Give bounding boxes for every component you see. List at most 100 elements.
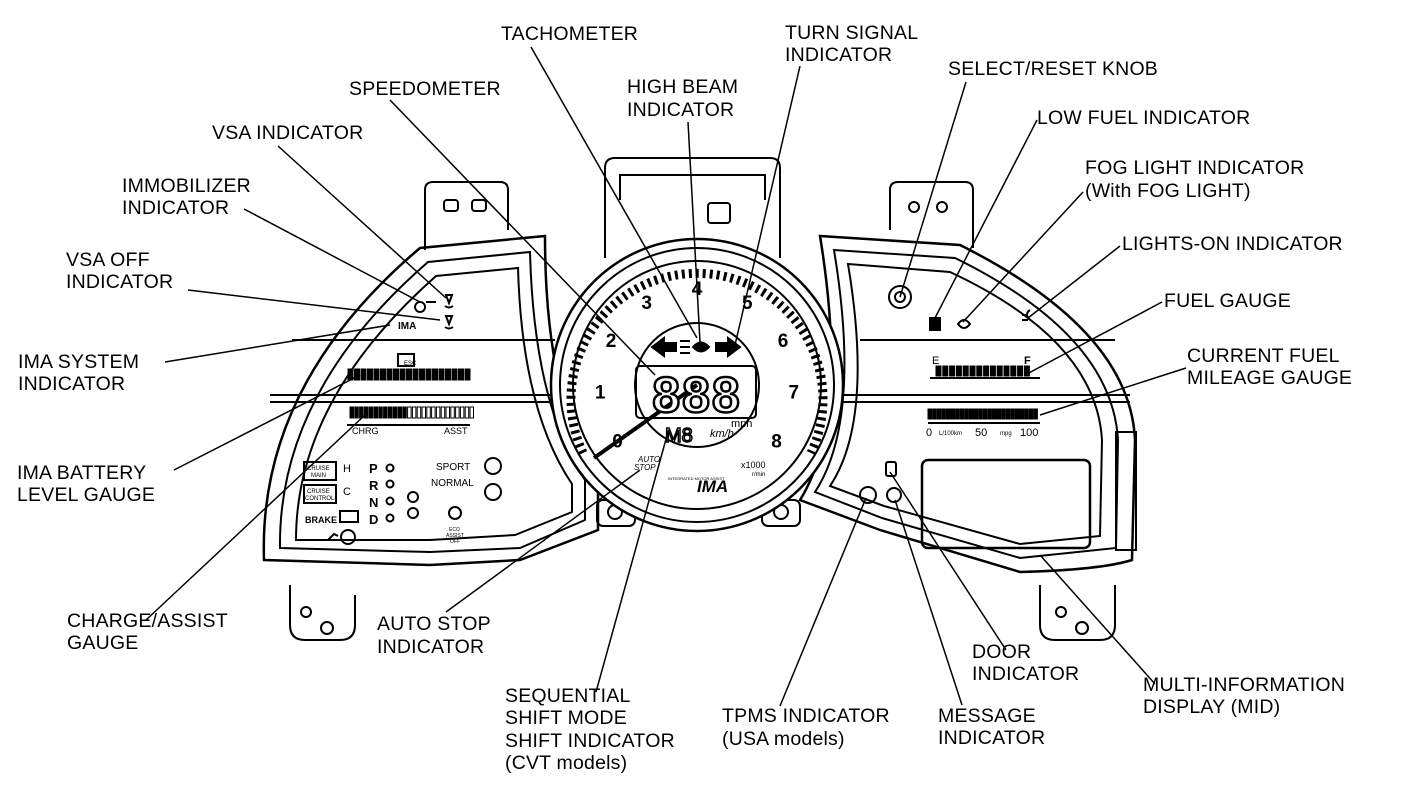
bar-segment xyxy=(955,365,962,377)
leader-line xyxy=(164,324,391,363)
bar-segment xyxy=(455,406,460,419)
bar-segment xyxy=(959,408,965,420)
label-fog-light-2: (With FOG LIGHT) xyxy=(1085,180,1251,202)
assist-label: ASST xyxy=(444,426,468,436)
brand-ima: IMA xyxy=(697,477,728,496)
bar-segment xyxy=(440,406,446,419)
bar-segment xyxy=(942,365,949,377)
bar-segment xyxy=(378,406,383,419)
lights-on-icon xyxy=(1022,309,1031,321)
tach-number-1: 1 xyxy=(595,382,606,403)
label-auto-stop-1: AUTO STOP xyxy=(377,613,491,635)
tach-number-5: 5 xyxy=(742,293,753,314)
leader-line xyxy=(894,499,963,706)
leader-line xyxy=(445,469,641,613)
bar-segment xyxy=(969,365,976,377)
bar-segment xyxy=(932,408,937,420)
eco-label-1: ECO xyxy=(449,527,460,533)
bar-segment xyxy=(1003,365,1010,377)
leader-line xyxy=(1039,554,1156,685)
leader-line xyxy=(934,119,1038,319)
bar-segment xyxy=(438,368,445,381)
tpms-icon xyxy=(859,486,877,504)
label-auto-stop-2: INDICATOR xyxy=(377,636,485,658)
fuel-gauge-bars xyxy=(935,365,1030,377)
label-ima-system-1: IMA SYSTEM xyxy=(18,351,140,373)
mode-normal: NORMAL xyxy=(431,478,474,489)
gear-r: R xyxy=(369,478,379,493)
auto-stop-text-2: STOP xyxy=(634,463,656,472)
bar-segment xyxy=(451,368,458,381)
bar-segment xyxy=(373,406,378,419)
label-ima-battery-2: LEVEL GAUGE xyxy=(17,484,156,506)
label-message-2: INDICATOR xyxy=(938,727,1046,749)
auto-stop-text-1: AUTO xyxy=(637,455,660,464)
bar-segment xyxy=(426,406,431,419)
ima-lamp: IMA xyxy=(398,321,416,332)
bar-segment xyxy=(435,406,441,419)
gear-p: P xyxy=(369,461,378,476)
bar-segment xyxy=(941,408,946,420)
mileage-unit-2: mpg xyxy=(1000,431,1012,437)
bar-segment xyxy=(955,408,960,420)
label-turn-signal-1: TURN SIGNAL xyxy=(785,22,919,44)
gear-n: N xyxy=(369,495,378,510)
label-mid-2: DISPLAY (MID) xyxy=(1143,696,1281,718)
label-sequential-3: SHIFT INDICATOR xyxy=(505,730,675,752)
brake-label: BRAKE xyxy=(305,515,337,525)
bar-segment xyxy=(464,368,471,381)
turn-signal-right-icon xyxy=(715,336,742,358)
bar-segment xyxy=(411,406,417,419)
bar-segment xyxy=(386,368,393,381)
bar-segment xyxy=(402,406,407,419)
bar-segment xyxy=(431,406,436,419)
label-immobilizer-2: INDICATOR xyxy=(122,197,230,219)
leader-line xyxy=(530,46,698,339)
bar-segment xyxy=(1028,408,1034,420)
leader-line xyxy=(889,471,1007,651)
label-charge-assist-2: GAUGE xyxy=(67,632,139,654)
bar-segment xyxy=(1014,408,1020,420)
label-tachometer: TACHOMETER xyxy=(501,23,639,45)
temp-hi: H xyxy=(343,463,351,475)
cruise-main-2: MAIN xyxy=(311,473,326,479)
tach-number-3: 3 xyxy=(641,293,652,314)
bar-segment xyxy=(373,368,380,381)
bar-segment xyxy=(354,368,360,381)
mileage-tick-50: 50 xyxy=(975,427,987,439)
label-sequential-2: SHIFT MODE xyxy=(505,707,627,729)
leader-line xyxy=(277,145,447,299)
speed-unit-kmh: km/h xyxy=(710,428,734,440)
vsa-icon xyxy=(444,294,454,309)
bar-segment xyxy=(360,368,367,381)
bar-segment xyxy=(445,406,450,419)
bar-segment xyxy=(978,408,983,420)
bar-segment xyxy=(450,406,455,419)
door-icon xyxy=(885,461,897,477)
vsa-off-icon xyxy=(444,315,454,330)
label-message-1: MESSAGE xyxy=(938,705,1036,727)
brand-sub: INTEGRATED MOTOR ASSIST xyxy=(668,476,725,481)
bar-segment xyxy=(936,408,942,420)
bar-segment xyxy=(419,368,425,381)
tach-unit-sub: r/min xyxy=(752,472,765,478)
bar-segment xyxy=(976,365,983,377)
fog-light-icon xyxy=(956,319,972,329)
leader-line xyxy=(187,289,441,321)
label-ima-system-2: INDICATOR xyxy=(18,373,126,395)
srs-icon xyxy=(407,507,419,519)
bar-segment xyxy=(349,406,354,419)
gear-position-dots xyxy=(385,463,395,523)
label-ima-battery-1: IMA BATTERY xyxy=(17,462,147,484)
bar-segment xyxy=(962,365,969,377)
mileage-tick-100: 100 xyxy=(1020,427,1038,439)
mode-sport: SPORT xyxy=(436,462,470,473)
label-high-beam-2: INDICATOR xyxy=(627,99,735,121)
label-door-2: INDICATOR xyxy=(972,663,1080,685)
shift-display: M8 xyxy=(665,425,693,447)
leader-line xyxy=(173,374,361,471)
bar-segment xyxy=(1019,408,1025,420)
label-sequential-4: (CVT models) xyxy=(505,752,628,774)
